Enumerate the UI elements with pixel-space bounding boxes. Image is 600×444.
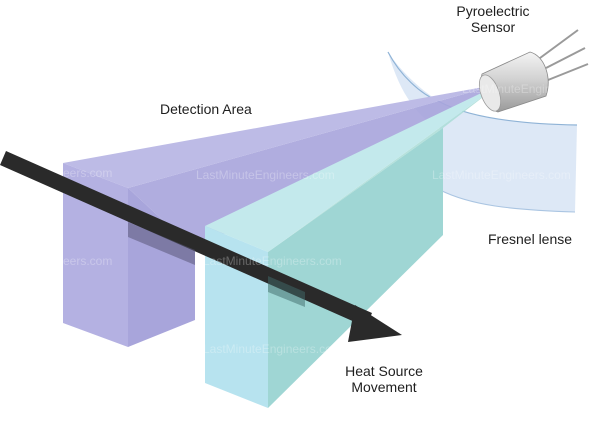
sensor-label: Pyroelectric Sensor <box>440 3 546 35</box>
arrow-overlap-front <box>268 276 305 307</box>
fresnel-lense-label: Fresnel lense <box>488 231 573 247</box>
front-zone-top <box>205 84 500 252</box>
watermark-5: LastMinuteEngineers.com <box>462 82 600 96</box>
movement-label-line2: Movement <box>351 379 417 395</box>
sensor-label-line1: Pyroelectric <box>456 3 530 19</box>
watermark-4: LastMinuteEngineers.com <box>203 342 342 356</box>
watermark-fragment-1: eers.com <box>63 166 113 180</box>
watermark-3: LastMinuteEngineers.com <box>203 254 342 268</box>
sensor-lead-2 <box>545 47 586 69</box>
detection-zone-front <box>205 84 500 408</box>
sensor-label-line2: Sensor <box>470 19 516 35</box>
pyroelectric-sensor-icon <box>478 29 589 113</box>
movement-arrow-icon <box>0 151 402 342</box>
lens-edge-bottom <box>439 189 576 213</box>
movement-label: Heat Source Movement <box>330 363 438 395</box>
arrow-overlap-back <box>128 222 195 265</box>
back-zone-beam <box>128 84 500 250</box>
arrow-head <box>348 305 402 342</box>
detection-area-label: Detection Area <box>160 101 252 117</box>
watermark-2: LastMinuteEngineers.com <box>432 168 571 182</box>
sensor-lead-1 <box>539 29 579 59</box>
sensor-window <box>478 74 502 112</box>
watermark-fragment-2: eers.com <box>63 254 113 268</box>
sensor-lead-3 <box>547 63 589 81</box>
watermark-1: LastMinuteEngineers.com <box>196 168 335 182</box>
movement-label-line1: Heat Source <box>345 363 423 379</box>
front-zone-side-face <box>268 128 443 408</box>
back-zone-top <box>63 84 500 188</box>
lens-sheet <box>388 52 577 212</box>
